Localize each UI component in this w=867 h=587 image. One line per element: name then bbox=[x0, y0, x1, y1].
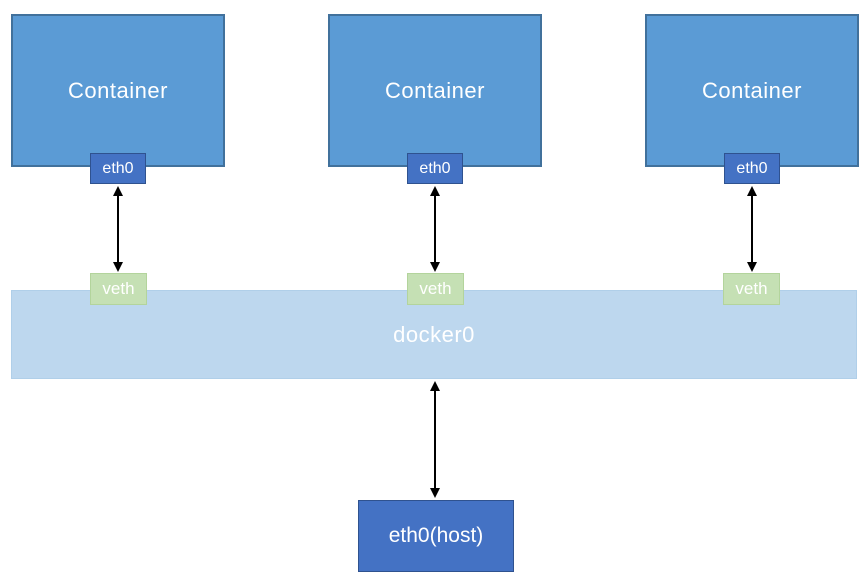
double-arrow-eth0-veth-3 bbox=[746, 186, 758, 272]
docker0-label: docker0 bbox=[393, 321, 475, 347]
veth-label-1: veth bbox=[102, 279, 135, 298]
container-eth0-label-2: eth0 bbox=[419, 159, 451, 177]
container-box-2: Container bbox=[328, 14, 542, 167]
arrow-head-up-icon bbox=[430, 186, 440, 196]
container-eth0-label-1: eth0 bbox=[102, 159, 134, 177]
container-box-3: Container bbox=[645, 14, 859, 167]
veth-box-3: veth bbox=[723, 273, 780, 305]
container-box-1: Container bbox=[11, 14, 225, 167]
veth-label-2: veth bbox=[419, 279, 452, 298]
container-eth0-box-2: eth0 bbox=[407, 153, 463, 184]
arrow-shaft bbox=[434, 389, 436, 490]
veth-label-3: veth bbox=[735, 279, 768, 298]
host-eth0-box: eth0(host) bbox=[358, 500, 514, 572]
veth-box-1: veth bbox=[90, 273, 147, 305]
arrow-head-up-icon bbox=[113, 186, 123, 196]
double-arrow-eth0-veth-1 bbox=[112, 186, 124, 272]
arrow-shaft bbox=[751, 194, 753, 264]
arrow-head-down-icon bbox=[430, 488, 440, 498]
arrow-head-down-icon bbox=[113, 262, 123, 272]
double-arrow-docker0-host bbox=[429, 381, 441, 498]
arrow-shaft bbox=[117, 194, 119, 264]
host-eth0-label: eth0(host) bbox=[388, 524, 484, 547]
arrow-head-up-icon bbox=[430, 381, 440, 391]
container-eth0-box-3: eth0 bbox=[724, 153, 780, 184]
container-label-3: Container bbox=[702, 77, 802, 103]
veth-box-2: veth bbox=[407, 273, 464, 305]
double-arrow-eth0-veth-2 bbox=[429, 186, 441, 272]
arrow-head-down-icon bbox=[747, 262, 757, 272]
container-label-1: Container bbox=[68, 77, 168, 103]
arrow-shaft bbox=[434, 194, 436, 264]
container-eth0-label-3: eth0 bbox=[736, 159, 768, 177]
container-label-2: Container bbox=[385, 77, 485, 103]
container-eth0-box-1: eth0 bbox=[90, 153, 146, 184]
arrow-head-up-icon bbox=[747, 186, 757, 196]
arrow-head-down-icon bbox=[430, 262, 440, 272]
